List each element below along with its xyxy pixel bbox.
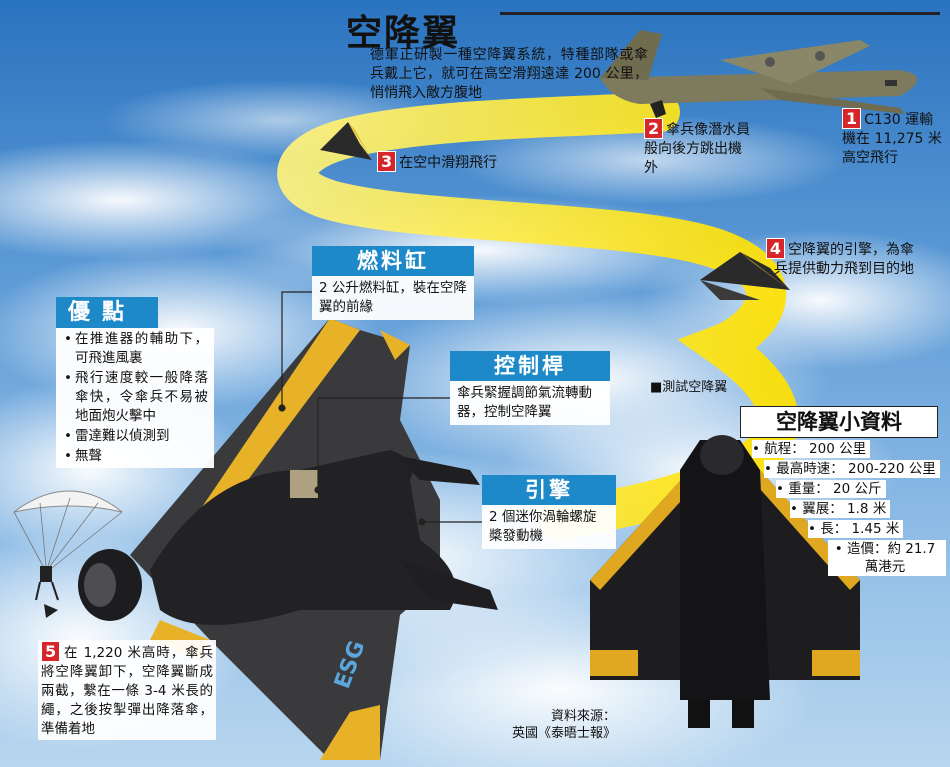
facts-title: 空降翼小資料 bbox=[740, 406, 938, 438]
c130-aircraft bbox=[600, 30, 918, 114]
fuel-callout-text: 2 公升燃料缸，裝在空降翼的前緣 bbox=[312, 276, 474, 320]
test-wing-caption: ■測試空降翼 bbox=[650, 380, 728, 395]
engine-callout-title: 引擎 bbox=[482, 475, 616, 505]
advantage-item: 飛行速度較一般降落傘快，令傘兵不易被地面炮火擊中 bbox=[64, 369, 208, 426]
fact-item: 重量： 20 公斤 bbox=[776, 480, 886, 498]
step-5-text: 在 1,220 米高時，傘兵將空降翼卸下，空降翼斷成兩截，繫在一條 3-4 米長… bbox=[41, 645, 213, 737]
fact-item: 長： 1.45 米 bbox=[808, 520, 904, 538]
page-title: 空降翼 bbox=[346, 13, 461, 54]
advantage-item: 在推進器的輔助下，可飛進風裏 bbox=[64, 330, 208, 368]
title-rule bbox=[500, 12, 940, 15]
step-2-text: 傘兵像潛水員般向後方跳出機外 bbox=[644, 122, 751, 176]
glider-small-3 bbox=[320, 122, 372, 160]
step-1-number: 1 bbox=[842, 108, 862, 129]
source-label: 資料來源： bbox=[550, 709, 616, 724]
intro-text: 德軍正研製一種空降翼系統，特種部隊或傘兵戴上它，就可在高空滑翔遠達 200 公里… bbox=[370, 47, 648, 101]
step-3-text: 在空中滑翔飛行 bbox=[399, 155, 498, 171]
glider-small-4 bbox=[700, 252, 790, 300]
step-4-number: 4 bbox=[765, 238, 785, 259]
advantages-title: 優點 bbox=[56, 297, 158, 328]
engine-callout-text: 2 個迷你渦輪螺旋槳發動機 bbox=[482, 505, 616, 549]
step-4-text: 空降翼的引擎，為傘兵提供動力飛到目的地 bbox=[774, 242, 914, 277]
parachute bbox=[13, 490, 123, 618]
fact-item: 最高時速： 200-220 公里 bbox=[764, 460, 940, 478]
control-callout-text: 傘兵緊握調節氣流轉動器，控制空降翼 bbox=[450, 381, 610, 425]
step-3-number: 3 bbox=[377, 151, 397, 172]
main-wing: ESG bbox=[78, 318, 498, 760]
advantages-list: 在推進器的輔助下，可飛進風裏 飛行速度較一般降落傘快，令傘兵不易被地面炮火擊中 … bbox=[56, 328, 214, 468]
step-2-number: 2 bbox=[644, 118, 664, 139]
control-callout-title: 控制桿 bbox=[450, 351, 610, 381]
fact-item: 翼展： 1.8 米 bbox=[790, 500, 891, 518]
source-credit: 資料來源： 英國《泰晤士報》 bbox=[504, 708, 616, 742]
step-5-number: 5 bbox=[41, 641, 61, 662]
fact-item: 造價：約 21.7 萬港元 bbox=[828, 540, 946, 576]
advantage-item: 雷達難以偵測到 bbox=[64, 427, 208, 446]
fuel-callout-title: 燃料缸 bbox=[312, 246, 474, 276]
test-wing-photo bbox=[590, 435, 860, 728]
advantage-item: 無聲 bbox=[64, 447, 208, 466]
step-1-text: C130 運輸機在 11,275 米高空飛行 bbox=[842, 112, 942, 166]
fact-item: 航程： 200 公里 bbox=[752, 440, 871, 458]
leader-lines bbox=[278, 291, 482, 526]
jumper-figure bbox=[650, 100, 666, 118]
source-name: 英國《泰晤士報》 bbox=[511, 726, 616, 741]
